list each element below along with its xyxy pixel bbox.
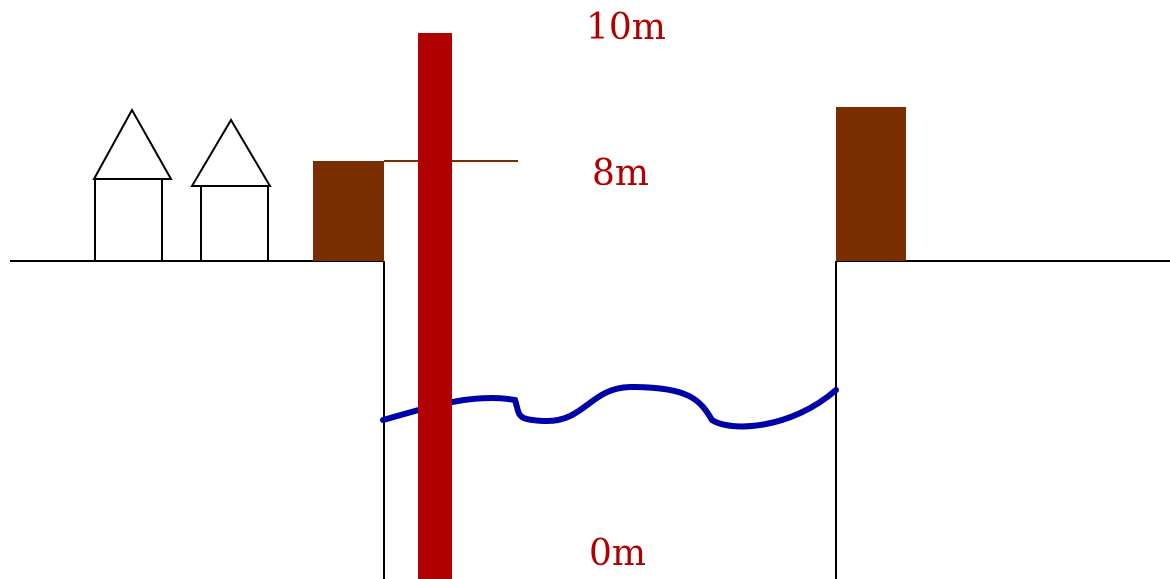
dike-right	[836, 107, 906, 261]
label-10m: 10m	[586, 7, 666, 48]
house-2-roof	[190, 118, 272, 187]
label-0m: 0m	[589, 533, 647, 574]
house-2-body	[200, 185, 269, 262]
dike-left	[313, 161, 384, 261]
house-1-body	[94, 178, 163, 262]
house-2	[190, 118, 272, 262]
water-surface	[380, 383, 839, 430]
water-level-gauge	[418, 33, 452, 579]
house-1-roof	[92, 107, 173, 180]
house-1	[92, 107, 173, 262]
label-8m: 8m	[592, 153, 650, 194]
